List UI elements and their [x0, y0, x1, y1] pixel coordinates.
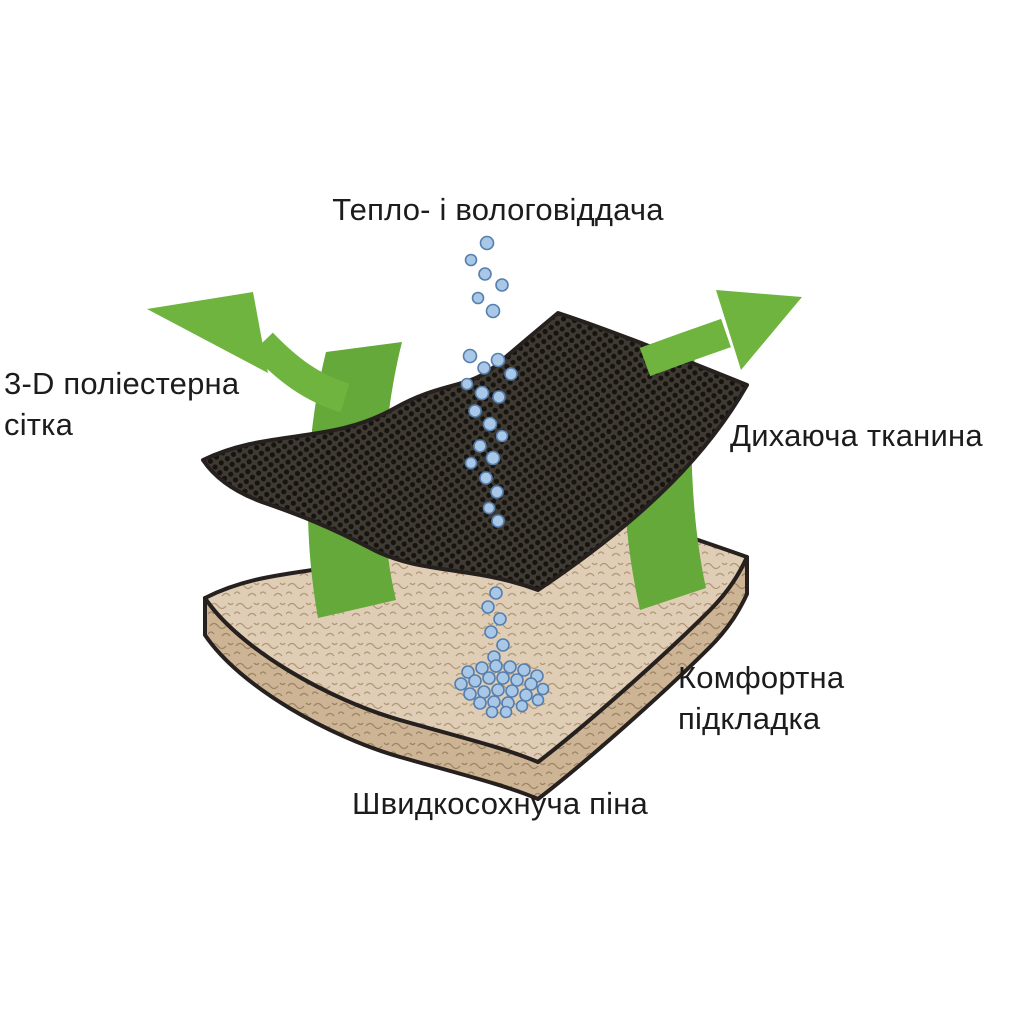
droplet-column-middle [481, 586, 510, 664]
mesh-layer-top [201, 311, 749, 592]
arrow-up-left-icon [147, 292, 350, 413]
droplet-column-top [460, 235, 518, 528]
droplet-puddle [454, 659, 550, 719]
label-quick-dry-foam: Швидкосохнуча піна [352, 786, 648, 821]
label-heat-moisture-release: Тепло- і вологовіддача [332, 192, 664, 227]
label-3d-polyester-mesh: 3-D поліестерна сітка [4, 366, 240, 442]
arrow-up-right-icon [639, 290, 802, 377]
label-breathable-fabric: Дихаюча тканина [730, 418, 983, 453]
mesh-layer [201, 311, 749, 592]
label-comfortable-lining: Комфортна підкладка [678, 660, 845, 736]
